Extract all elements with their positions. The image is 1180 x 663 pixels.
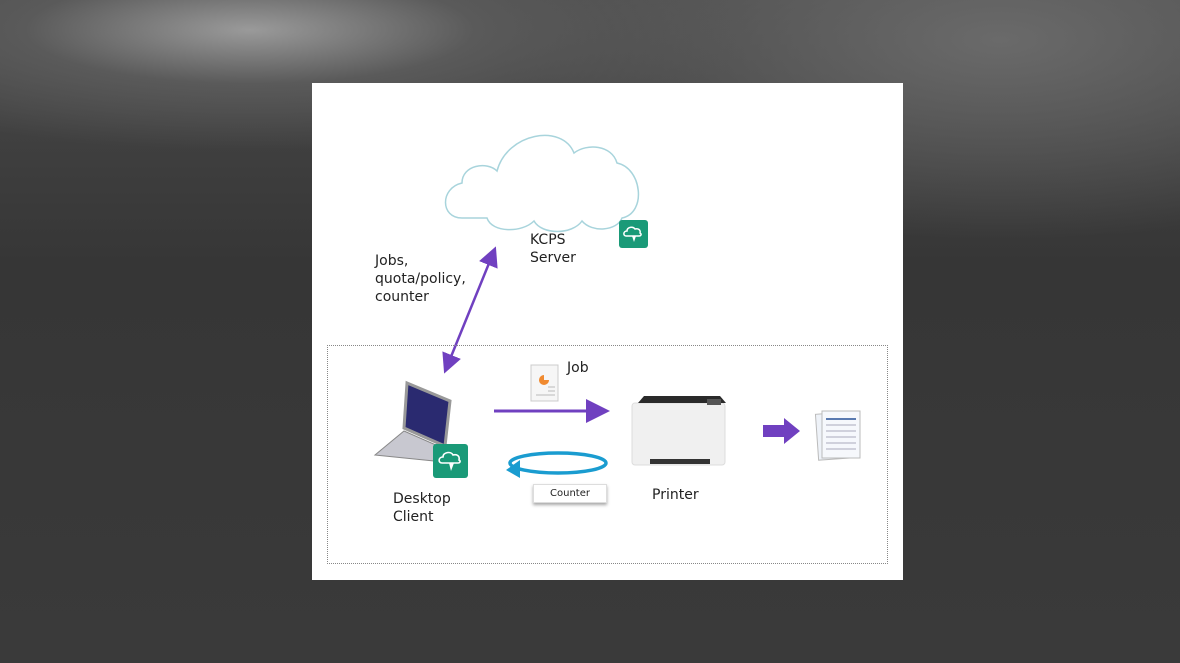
diagram-panel: KCPS Server Jobs, quota/policy, counter …	[312, 83, 903, 580]
counter-label: Counter	[533, 484, 607, 503]
link-label-line3: counter	[375, 289, 429, 305]
printer-icon	[631, 396, 726, 466]
job-document-icon	[530, 364, 559, 402]
server-label-line1: KCPS	[530, 232, 566, 248]
link-label-line1: Jobs,	[375, 253, 409, 269]
printer-label: Printer	[652, 487, 699, 503]
desktop-client-label: Desktop Client	[393, 490, 451, 526]
diagram-graphics	[373, 134, 861, 478]
client-label-line1: Desktop	[393, 491, 451, 507]
kcps-cloud-badge-icon	[619, 220, 648, 248]
kcps-server-label: KCPS Server	[530, 231, 576, 267]
server-client-arrow	[442, 246, 498, 374]
client-label-line2: Client	[393, 509, 434, 525]
server-label-line2: Server	[530, 250, 576, 266]
output-arrow	[763, 418, 800, 444]
cloud-icon	[444, 134, 639, 233]
local-network-boundary	[327, 345, 888, 564]
link-label: Jobs, quota/policy, counter	[375, 252, 466, 306]
link-label-line2: quota/policy,	[375, 271, 466, 287]
job-label: Job	[567, 360, 589, 376]
desktop-client-badge-icon	[433, 444, 468, 478]
counter-loop-arrow	[506, 451, 608, 478]
printed-pages-icon	[814, 410, 861, 461]
